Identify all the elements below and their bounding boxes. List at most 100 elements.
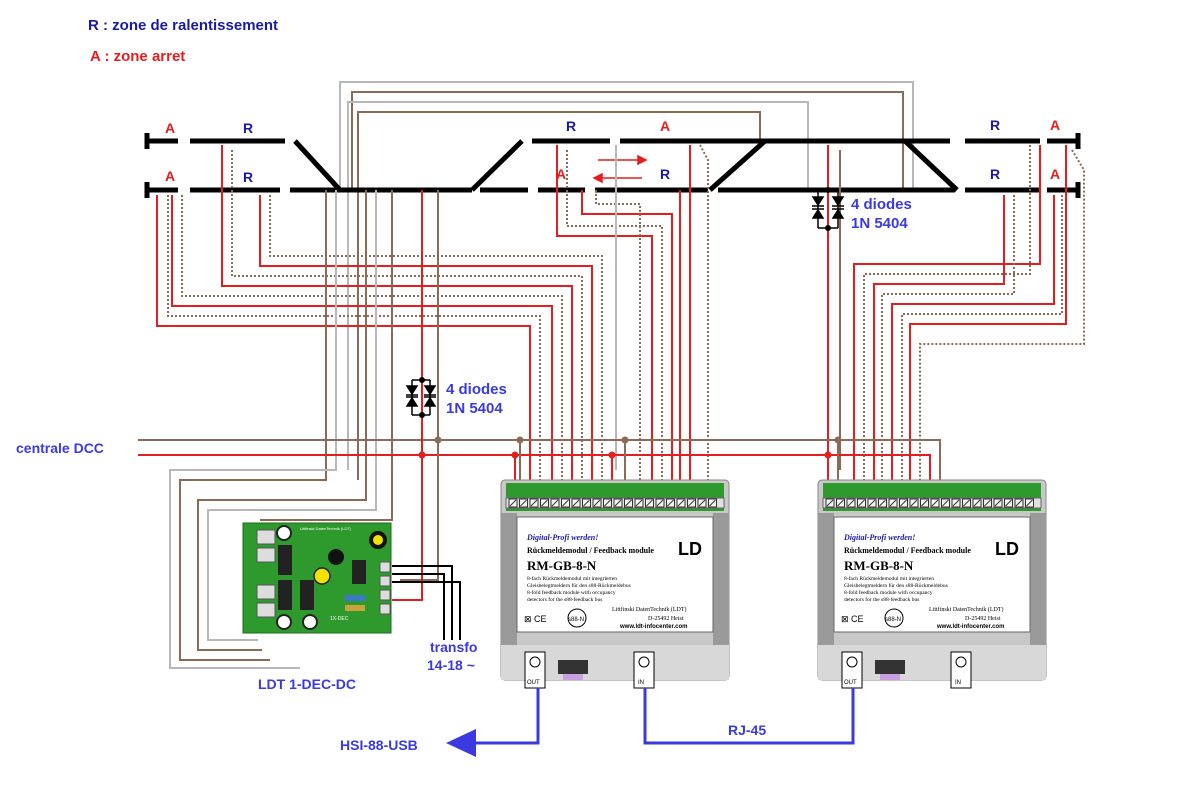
- terminal-screw-slot: [530, 499, 538, 507]
- terminal-screw-slot: [858, 499, 865, 507]
- terminal-screw-slot: [698, 499, 706, 507]
- module-title: Rückmeldemodul / Feedback module: [844, 546, 971, 555]
- terminal-screw-slot: [847, 499, 855, 507]
- feedback-module-2: Digital-Profi werden! Rückmeldemodul / F…: [817, 479, 1047, 689]
- decoder-board-model: 1X-DEC: [330, 616, 349, 622]
- terminal-screw-slot: [677, 499, 685, 507]
- module-web: www.ldt-infocenter.com: [936, 624, 1004, 630]
- terminal-screw-slot: [910, 499, 918, 507]
- decoder-label: LDT 1-DEC-DC: [258, 676, 356, 692]
- terminal-screw-slot: [667, 499, 674, 507]
- terminal-screw-slot: [868, 499, 876, 507]
- terminal-screw-slot: [1005, 499, 1012, 507]
- terminal-screw-slot: [984, 499, 991, 507]
- ldt-logo-icon: LD: [995, 539, 1019, 559]
- diode-label-right-line2: 1N 5404: [851, 215, 908, 232]
- bus-junctions: [418, 187, 842, 459]
- module-desc: 8-fach Rückmeldemodul mit integrierten: [844, 575, 934, 582]
- decoder-board-title: Littfinski DatenTechnik (LDT): [300, 526, 352, 531]
- terminal-screw-slot: [921, 499, 928, 507]
- terminal-screw-slot: [1015, 499, 1023, 507]
- terminal-screw-slot: [879, 499, 886, 507]
- terminal-screw-slot: [572, 499, 580, 507]
- legend-slowdown-zone: R : zone de ralentissement: [88, 17, 278, 34]
- ce-mark-icon: ⊠ CE: [841, 614, 864, 624]
- terminal-screw-slot: [837, 499, 844, 507]
- module-title: Rückmeldemodul / Feedback module: [527, 546, 654, 555]
- feeder-wires-right: [827, 145, 1085, 495]
- diode-pack-left: [405, 379, 437, 416]
- module-city: D-25492 Heist: [965, 616, 1001, 622]
- module-city: D-25492 Heist: [648, 616, 684, 622]
- module-desc: 8-fold feedback module with occupancy: [844, 589, 933, 596]
- terminal-screw-slot: [952, 499, 960, 507]
- terminal-screw-slot: [625, 499, 632, 507]
- terminal-screw-slot: [520, 499, 527, 507]
- zone-label-bottom: A: [1050, 166, 1060, 182]
- terminal-screw-slot: [635, 499, 643, 507]
- terminal-screw-slot: [826, 499, 834, 507]
- terminal-screw-slot: [942, 499, 949, 507]
- module-web: www.ldt-infocenter.com: [619, 624, 687, 630]
- diode-pack-right: [811, 189, 845, 229]
- terminal-screw-slot: [562, 499, 569, 507]
- module-desc: Gleisbelegtmeldern für den s88-Rückmelde…: [527, 582, 631, 589]
- diode-label-right-line1: 4 diodes: [851, 196, 912, 213]
- centrale-dcc-label: centrale DCC: [16, 440, 104, 456]
- ce-mark-icon: ⊠ CE: [524, 614, 547, 624]
- rj45-label: RJ-45: [728, 722, 766, 738]
- terminal-screw-slot: [1026, 499, 1033, 507]
- module-model: RM-GB-8-N: [527, 558, 597, 573]
- diode-label-left-line2: 1N 5404: [446, 400, 503, 417]
- terminal-screw-slot: [900, 499, 907, 507]
- zone-label-bottom: A: [165, 168, 175, 184]
- module-maker: Littfinski DatenTechnik (LDT): [929, 606, 1004, 613]
- zone-label-bottom: R: [243, 169, 253, 185]
- decoder-wires: [169, 190, 393, 669]
- s88-badge: s88-N: [885, 617, 901, 623]
- terminal-screw-slot: [551, 499, 559, 507]
- terminal-screw-slot: [541, 499, 548, 507]
- module-slogan: Digital-Profi werden!: [526, 533, 598, 542]
- port-in-label: IN: [638, 680, 644, 686]
- terminal-screw-slot: [889, 499, 897, 507]
- legend-stop-zone: A : zone arret: [90, 48, 185, 65]
- terminal-screw-slot: [973, 499, 981, 507]
- zone-label-top: R: [566, 118, 576, 134]
- terminal-screw-slot: [604, 499, 611, 507]
- port-in-label: IN: [955, 680, 961, 686]
- terminal-strip: [508, 498, 717, 508]
- transfo-label-line1: transfo: [430, 639, 477, 655]
- terminal-screw-slot: [688, 499, 695, 507]
- direction-arrows: [592, 154, 648, 184]
- module-desc: 8-fold feedback module with occupancy: [527, 589, 616, 596]
- diode-label-left-line1: 4 diodes: [446, 381, 507, 398]
- zone-label-top: A: [1050, 117, 1060, 133]
- transfo-wires: [392, 565, 461, 640]
- terminal-screw-slot: [509, 499, 517, 507]
- module-desc: 8-fach Rückmeldemodul mit integrierten: [527, 575, 617, 582]
- hsi-label: HSI-88-USB: [340, 737, 418, 753]
- zone-label-top: A: [165, 120, 175, 136]
- terminal-screw-slot: [931, 499, 939, 507]
- terminal-screw-slot: [656, 499, 664, 507]
- tracks: [144, 133, 1081, 198]
- module-desc: Gleisbelegtmeldern für den s88-Rückmelde…: [844, 582, 948, 589]
- port-out-label: OUT: [527, 680, 540, 686]
- s88-cables: [470, 688, 855, 745]
- zone-label-top: A: [660, 118, 670, 134]
- arrow-left-icon: [446, 729, 476, 757]
- port-out-label: OUT: [844, 680, 857, 686]
- terminal-screw-slot: [614, 499, 622, 507]
- module-desc: detectors for the s88-feedback bus: [527, 596, 602, 603]
- terminal-screw-slot: [963, 499, 970, 507]
- module-slogan: Digital-Profi werden!: [843, 533, 915, 542]
- zone-label-bottom: R: [990, 166, 1000, 182]
- transfo-label-line2: 14-18 ~: [427, 657, 475, 673]
- feedback-module-1: Digital-Profi werden! Rückmeldemodul / F…: [500, 479, 730, 689]
- track-zone-labels: A R R A R A A R A R R A: [165, 117, 1060, 185]
- module-desc: detectors for the s88-feedback bus: [844, 596, 919, 603]
- terminal-screw-slot: [593, 499, 601, 507]
- terminal-screw-slot: [646, 499, 653, 507]
